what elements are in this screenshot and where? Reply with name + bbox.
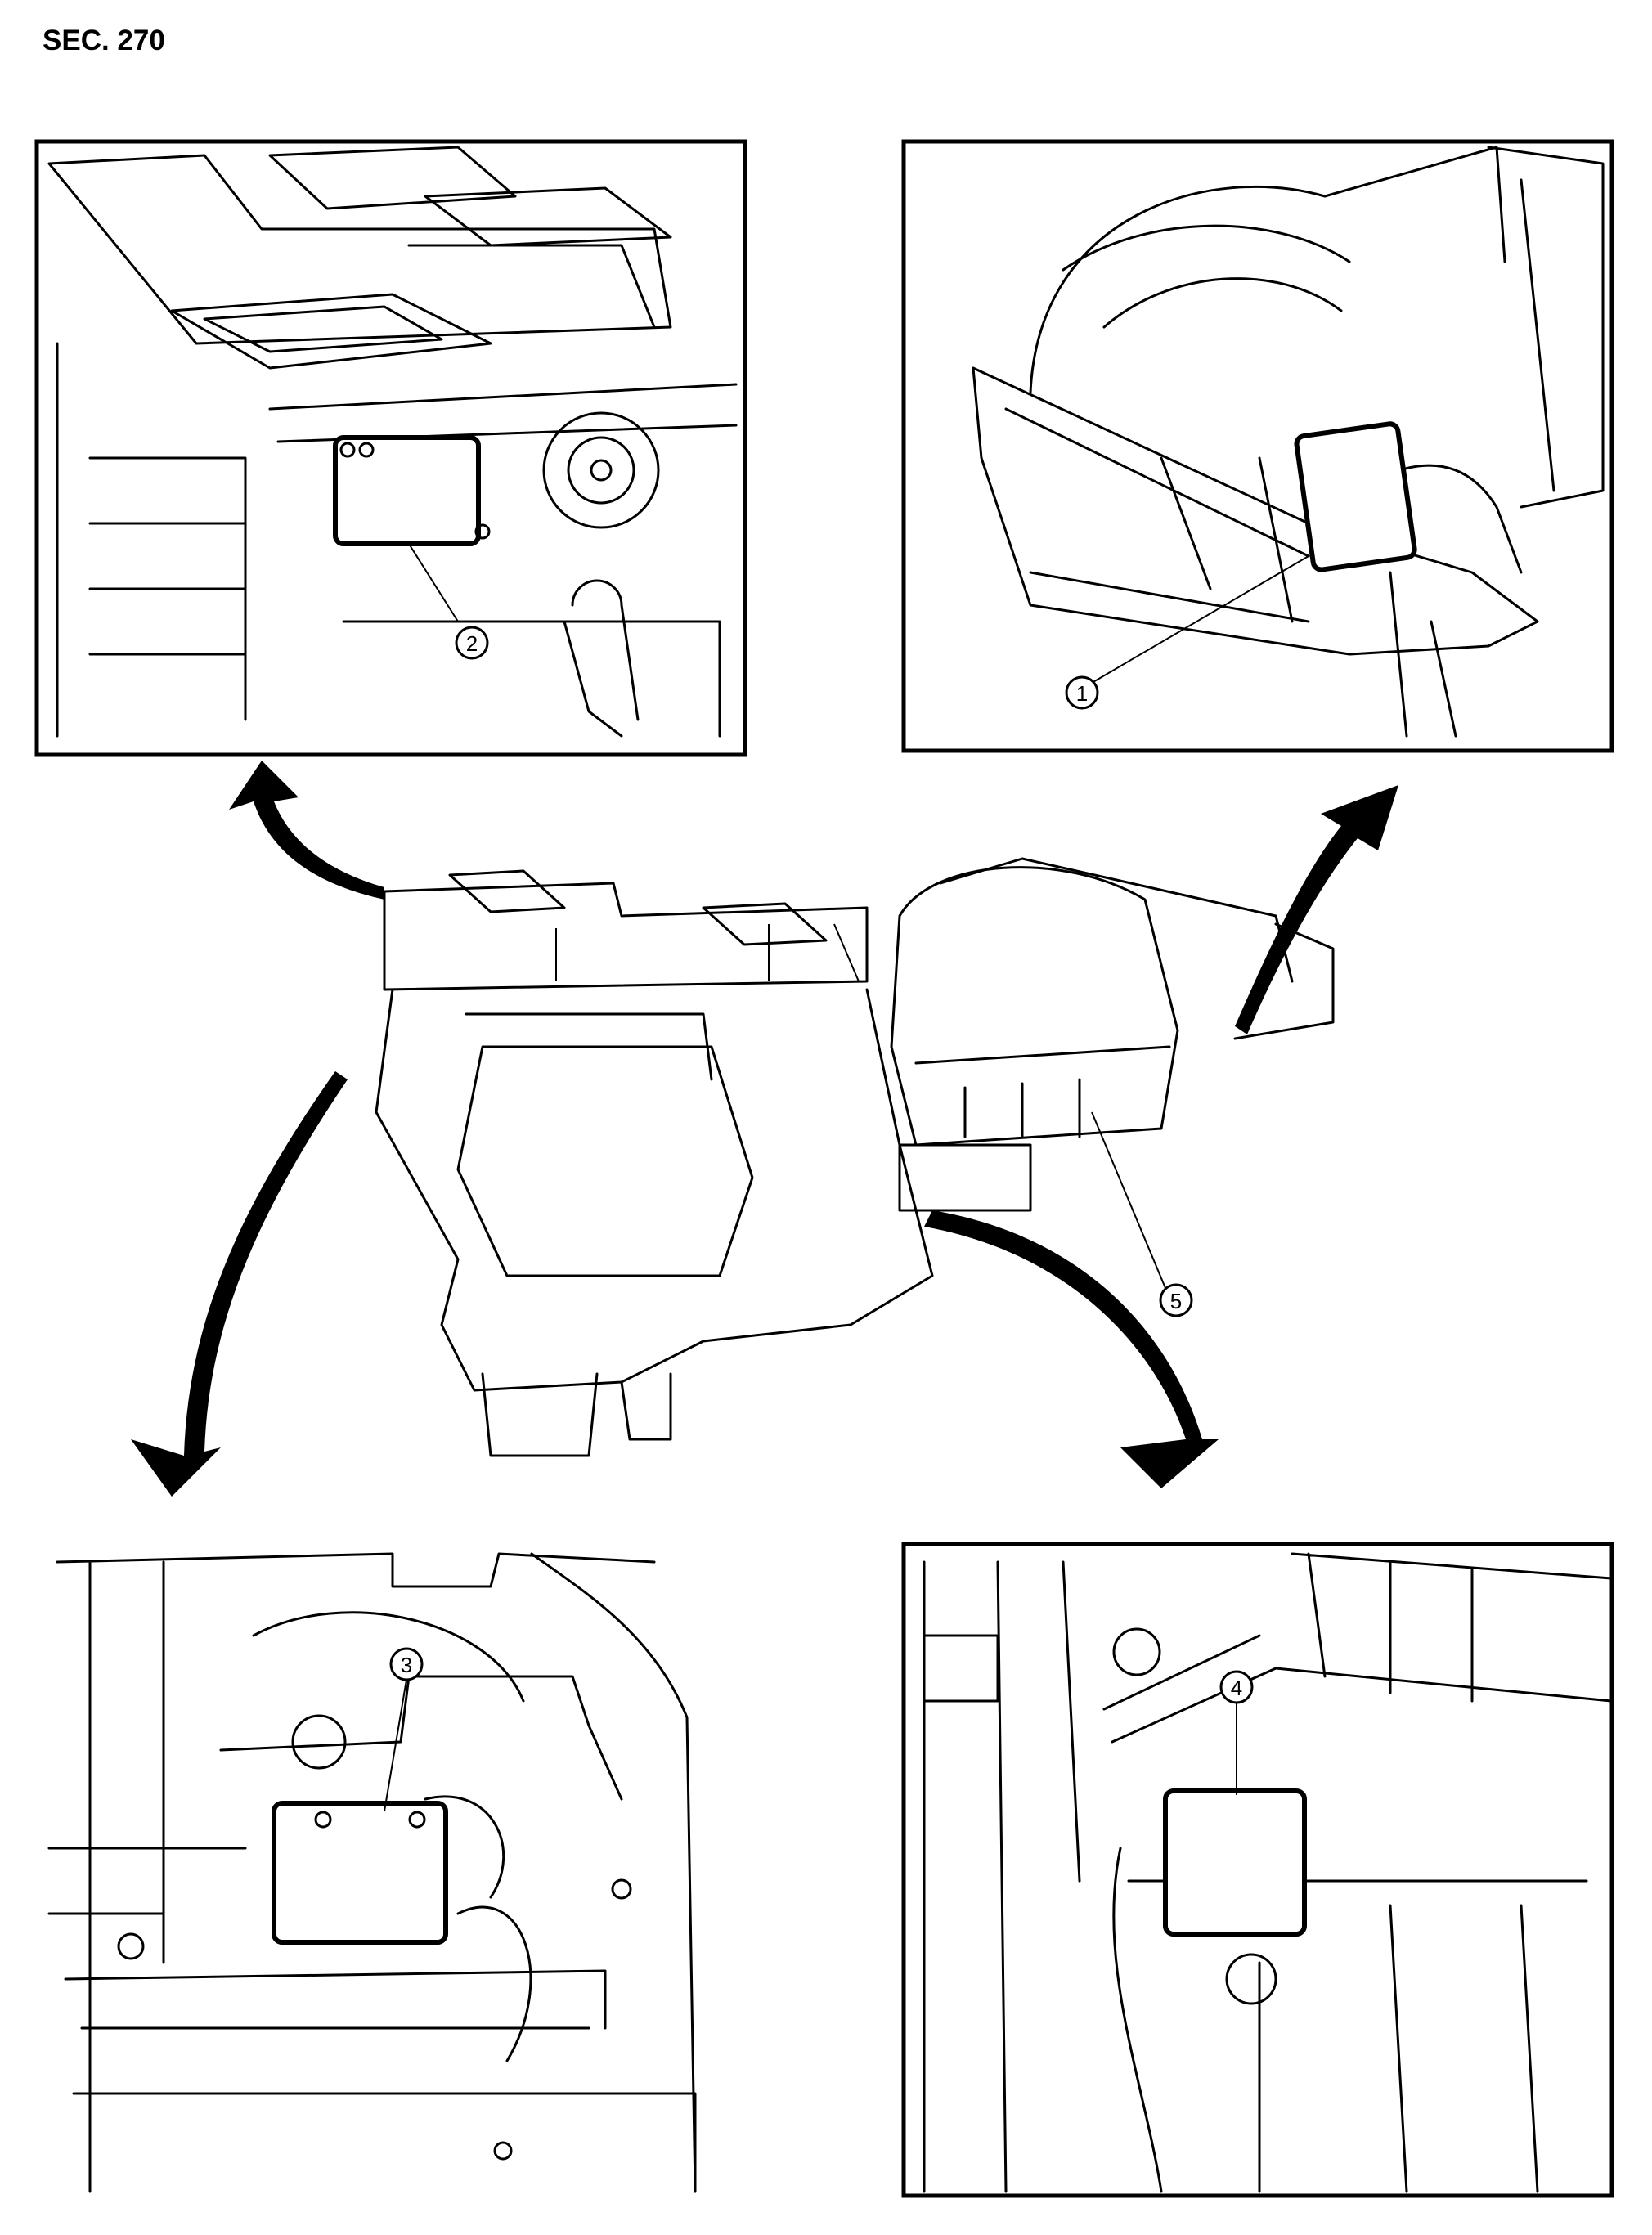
arrow-to-top-right (1235, 785, 1398, 1034)
defroster-door-motor (1163, 1788, 1307, 1937)
detail-panel-bottom-right (901, 1542, 1614, 2198)
air-mix-door-motor (333, 435, 481, 546)
arrow-to-bottom-right (924, 1210, 1219, 1488)
arrow-to-top-left (229, 761, 384, 900)
mode-door-motor (272, 1801, 448, 1945)
svg-text:3: 3 (401, 1653, 412, 1677)
detail-panel-bottom-left (47, 1552, 697, 2193)
heater-unit-overview (375, 857, 1335, 1457)
section-label: SEC. 270 (43, 25, 165, 56)
arrow-to-bottom-left (131, 1071, 348, 1497)
callout-2: 2 (455, 626, 489, 660)
intake-door-motor (1294, 421, 1417, 572)
detail-panel-top-left (34, 139, 747, 757)
callout-5: 5 (1159, 1283, 1193, 1317)
svg-text:4: 4 (1231, 1676, 1242, 1700)
callout-4: 4 (1219, 1670, 1254, 1704)
detail-panel-top-right (901, 139, 1614, 753)
blower-motor-housing (898, 1143, 1032, 1212)
svg-text:1: 1 (1076, 681, 1088, 706)
svg-text:2: 2 (466, 631, 478, 656)
callout-3: 3 (389, 1647, 424, 1681)
callout-1: 1 (1065, 675, 1099, 710)
svg-text:5: 5 (1170, 1289, 1182, 1313)
